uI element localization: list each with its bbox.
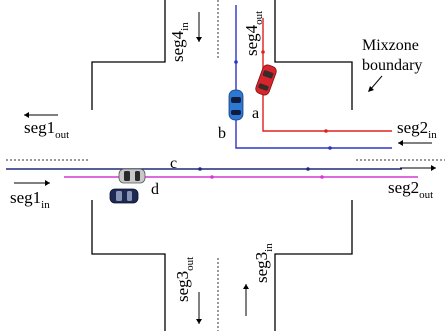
center-lines xyxy=(6,0,445,331)
mixzone-pointer xyxy=(369,75,383,91)
road-corner-top-right xyxy=(274,0,353,110)
svg-text:seg2out: seg2out xyxy=(388,178,433,201)
seg1-out-sub: out xyxy=(55,129,69,141)
segment-label-seg1-out: seg1out xyxy=(24,112,69,141)
marker-magenta-2 xyxy=(320,175,324,179)
vehicle-label-d: d xyxy=(151,181,159,198)
seg2-in-sub: in xyxy=(428,129,437,141)
marker-navy-2 xyxy=(306,167,310,171)
mixzone-label-line1: Mixzone xyxy=(362,37,419,54)
car-dark xyxy=(109,188,139,204)
svg-text:seg4in: seg4in xyxy=(168,22,191,62)
path-blue-b xyxy=(235,5,392,149)
seg4-out-base: seg4 xyxy=(242,24,261,56)
seg4-in-sub: in xyxy=(179,22,191,31)
seg3-in-base: seg3 xyxy=(252,252,271,283)
seg1-in-base: seg1 xyxy=(10,188,41,207)
segment-label-seg4-out: seg4out xyxy=(242,11,265,56)
marker-blue-2 xyxy=(328,146,332,150)
svg-text:seg1in: seg1in xyxy=(10,188,50,211)
segment-label-seg2-out: seg2out xyxy=(388,165,436,201)
marker-blue-1 xyxy=(234,60,238,64)
car-silver xyxy=(118,168,146,184)
seg4-in-base: seg4 xyxy=(168,30,187,62)
road-boundary xyxy=(91,0,353,331)
path-red xyxy=(262,18,392,132)
segment-label-seg1-in: seg1in xyxy=(10,180,50,211)
mixzone-label-line2: boundary xyxy=(362,57,422,74)
svg-text:seg1out: seg1out xyxy=(24,118,69,141)
seg4-out-sub: out xyxy=(253,11,265,25)
road-corner-top-left xyxy=(91,0,166,110)
svg-text:seg3out: seg3out xyxy=(173,257,196,302)
seg2-out-sub: out xyxy=(419,189,433,201)
seg3-out-base: seg3 xyxy=(173,271,192,302)
trajectories xyxy=(6,5,418,178)
marker-navy-1 xyxy=(198,167,202,171)
seg1-in-sub: in xyxy=(41,199,50,211)
svg-text:seg3in: seg3in xyxy=(252,243,275,283)
segment-label-seg4-in: seg4in xyxy=(168,12,202,62)
svg-text:seg4out: seg4out xyxy=(242,11,265,56)
path-markers xyxy=(198,50,332,179)
road-corner-bottom-left xyxy=(91,200,166,331)
svg-text:seg2in: seg2in xyxy=(397,118,437,141)
car-blue xyxy=(228,89,244,121)
vehicle-label-c: c xyxy=(170,155,177,172)
segment-label-seg2-in: seg2in xyxy=(397,118,437,146)
seg3-out-sub: out xyxy=(184,257,196,271)
marker-magenta-1 xyxy=(210,175,214,179)
marker-red-2 xyxy=(261,50,265,54)
road-corner-bottom-right xyxy=(274,200,353,331)
car-red xyxy=(255,64,277,96)
mixzone-annotation: Mixzone boundary xyxy=(362,37,422,92)
seg1-out-base: seg1 xyxy=(24,118,55,137)
marker-red-1 xyxy=(324,129,328,133)
seg2-in-base: seg2 xyxy=(397,118,428,137)
vehicle-label-b: b xyxy=(218,125,226,142)
segment-label-seg3-out: seg3out xyxy=(173,257,202,324)
segment-label-seg3-in: seg3in xyxy=(243,243,275,316)
seg3-in-sub: in xyxy=(263,243,275,252)
seg2-out-base: seg2 xyxy=(388,178,419,197)
vehicle-label-a: a xyxy=(252,105,259,122)
